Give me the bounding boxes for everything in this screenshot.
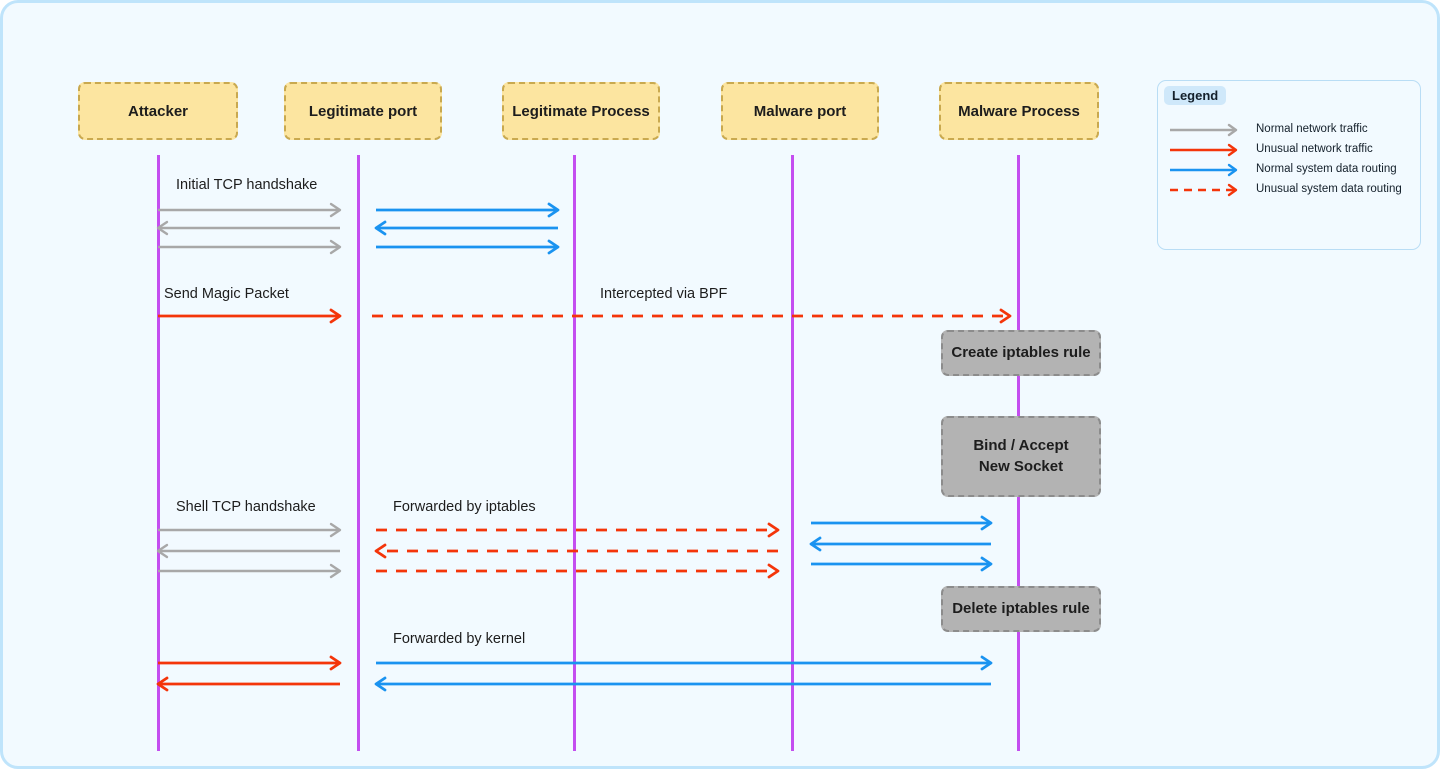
participant-legitimate-port[interactable]: Legitimate port bbox=[284, 82, 442, 140]
message-label-intercepted-via-bpf: Intercepted via BPF bbox=[600, 286, 728, 302]
arrow-shell-tcp-handshake-11 bbox=[158, 563, 342, 579]
action-box-delete-iptables-rule[interactable]: Delete iptables rule bbox=[941, 586, 1101, 632]
arrow-forwarded-by-kernel-20 bbox=[376, 655, 993, 671]
arrow-malware-port-socket-16 bbox=[809, 536, 991, 552]
arrow-malware-port-socket-15 bbox=[811, 515, 993, 531]
legend-item-normal-network-traffic: Normal network traffic bbox=[1168, 121, 1418, 141]
arrow-forwarded-by-iptables-13 bbox=[374, 543, 778, 559]
lifeline-attacker bbox=[157, 155, 160, 751]
action-box-create-iptables-rule[interactable]: Create iptables rule bbox=[941, 330, 1101, 376]
arrow-malware-port-socket-17 bbox=[811, 556, 993, 572]
legend-swatch-normal-system-data-routing bbox=[1170, 163, 1238, 177]
arrow-initial-tcp-handshake-5 bbox=[374, 220, 558, 236]
arrow-forwarded-by-iptables-14 bbox=[376, 563, 780, 579]
arrow-initial-tcp-handshake-4 bbox=[376, 202, 560, 218]
message-label-forwarded-by-kernel: Forwarded by kernel bbox=[393, 631, 526, 647]
participant-legitimate-process[interactable]: Legitimate Process bbox=[502, 82, 660, 140]
legend-label: Normal network traffic bbox=[1256, 123, 1368, 135]
arrow-shell-tcp-handshake-10 bbox=[156, 543, 340, 559]
legend-item-unusual-network-traffic: Unusual network traffic bbox=[1168, 141, 1418, 161]
lifeline-malware-port bbox=[791, 155, 794, 751]
legend-label: Normal system data routing bbox=[1256, 163, 1397, 175]
arrow-initial-tcp-handshake-1 bbox=[158, 202, 342, 218]
legend-item-unusual-system-data-routing: Unusual system data routing bbox=[1168, 181, 1418, 201]
arrow-send-magic-packet-7 bbox=[158, 308, 342, 324]
participant-malware-port[interactable]: Malware port bbox=[721, 82, 879, 140]
legend-title: Legend bbox=[1164, 86, 1227, 105]
legend-item-normal-system-data-routing: Normal system data routing bbox=[1168, 161, 1418, 181]
participant-malware-process[interactable]: Malware Process bbox=[939, 82, 1099, 140]
arrow-initial-tcp-handshake-6 bbox=[376, 239, 560, 255]
legend-swatch-normal-network-traffic bbox=[1170, 123, 1238, 137]
arrow-forwarded-by-kernel-18 bbox=[158, 655, 342, 671]
arrow-forwarded-by-kernel-21 bbox=[374, 676, 991, 692]
arrow-initial-tcp-handshake-2 bbox=[156, 220, 340, 236]
lifeline-legitimate-port bbox=[357, 155, 360, 751]
legend-label: Unusual system data routing bbox=[1256, 183, 1402, 195]
message-label-initial-tcp-handshake: Initial TCP handshake bbox=[176, 177, 318, 193]
message-label-forwarded-by-iptables: Forwarded by iptables bbox=[393, 499, 536, 515]
legend-swatch-unusual-network-traffic bbox=[1170, 143, 1238, 157]
arrow-forwarded-by-kernel-19 bbox=[156, 676, 340, 692]
message-label-send-magic-packet: Send Magic Packet bbox=[164, 286, 289, 302]
lifeline-legitimate-process bbox=[573, 155, 576, 751]
message-label-shell-tcp-handshake: Shell TCP handshake bbox=[176, 499, 316, 515]
arrow-forwarded-by-iptables-12 bbox=[376, 522, 780, 538]
arrow-intercepted-via-bpf-8 bbox=[372, 308, 1012, 324]
arrow-initial-tcp-handshake-3 bbox=[158, 239, 342, 255]
legend-swatch-unusual-system-data-routing bbox=[1170, 183, 1238, 197]
legend-label: Unusual network traffic bbox=[1256, 143, 1373, 155]
participant-attacker[interactable]: Attacker bbox=[78, 82, 238, 140]
arrow-shell-tcp-handshake-9 bbox=[158, 522, 342, 538]
